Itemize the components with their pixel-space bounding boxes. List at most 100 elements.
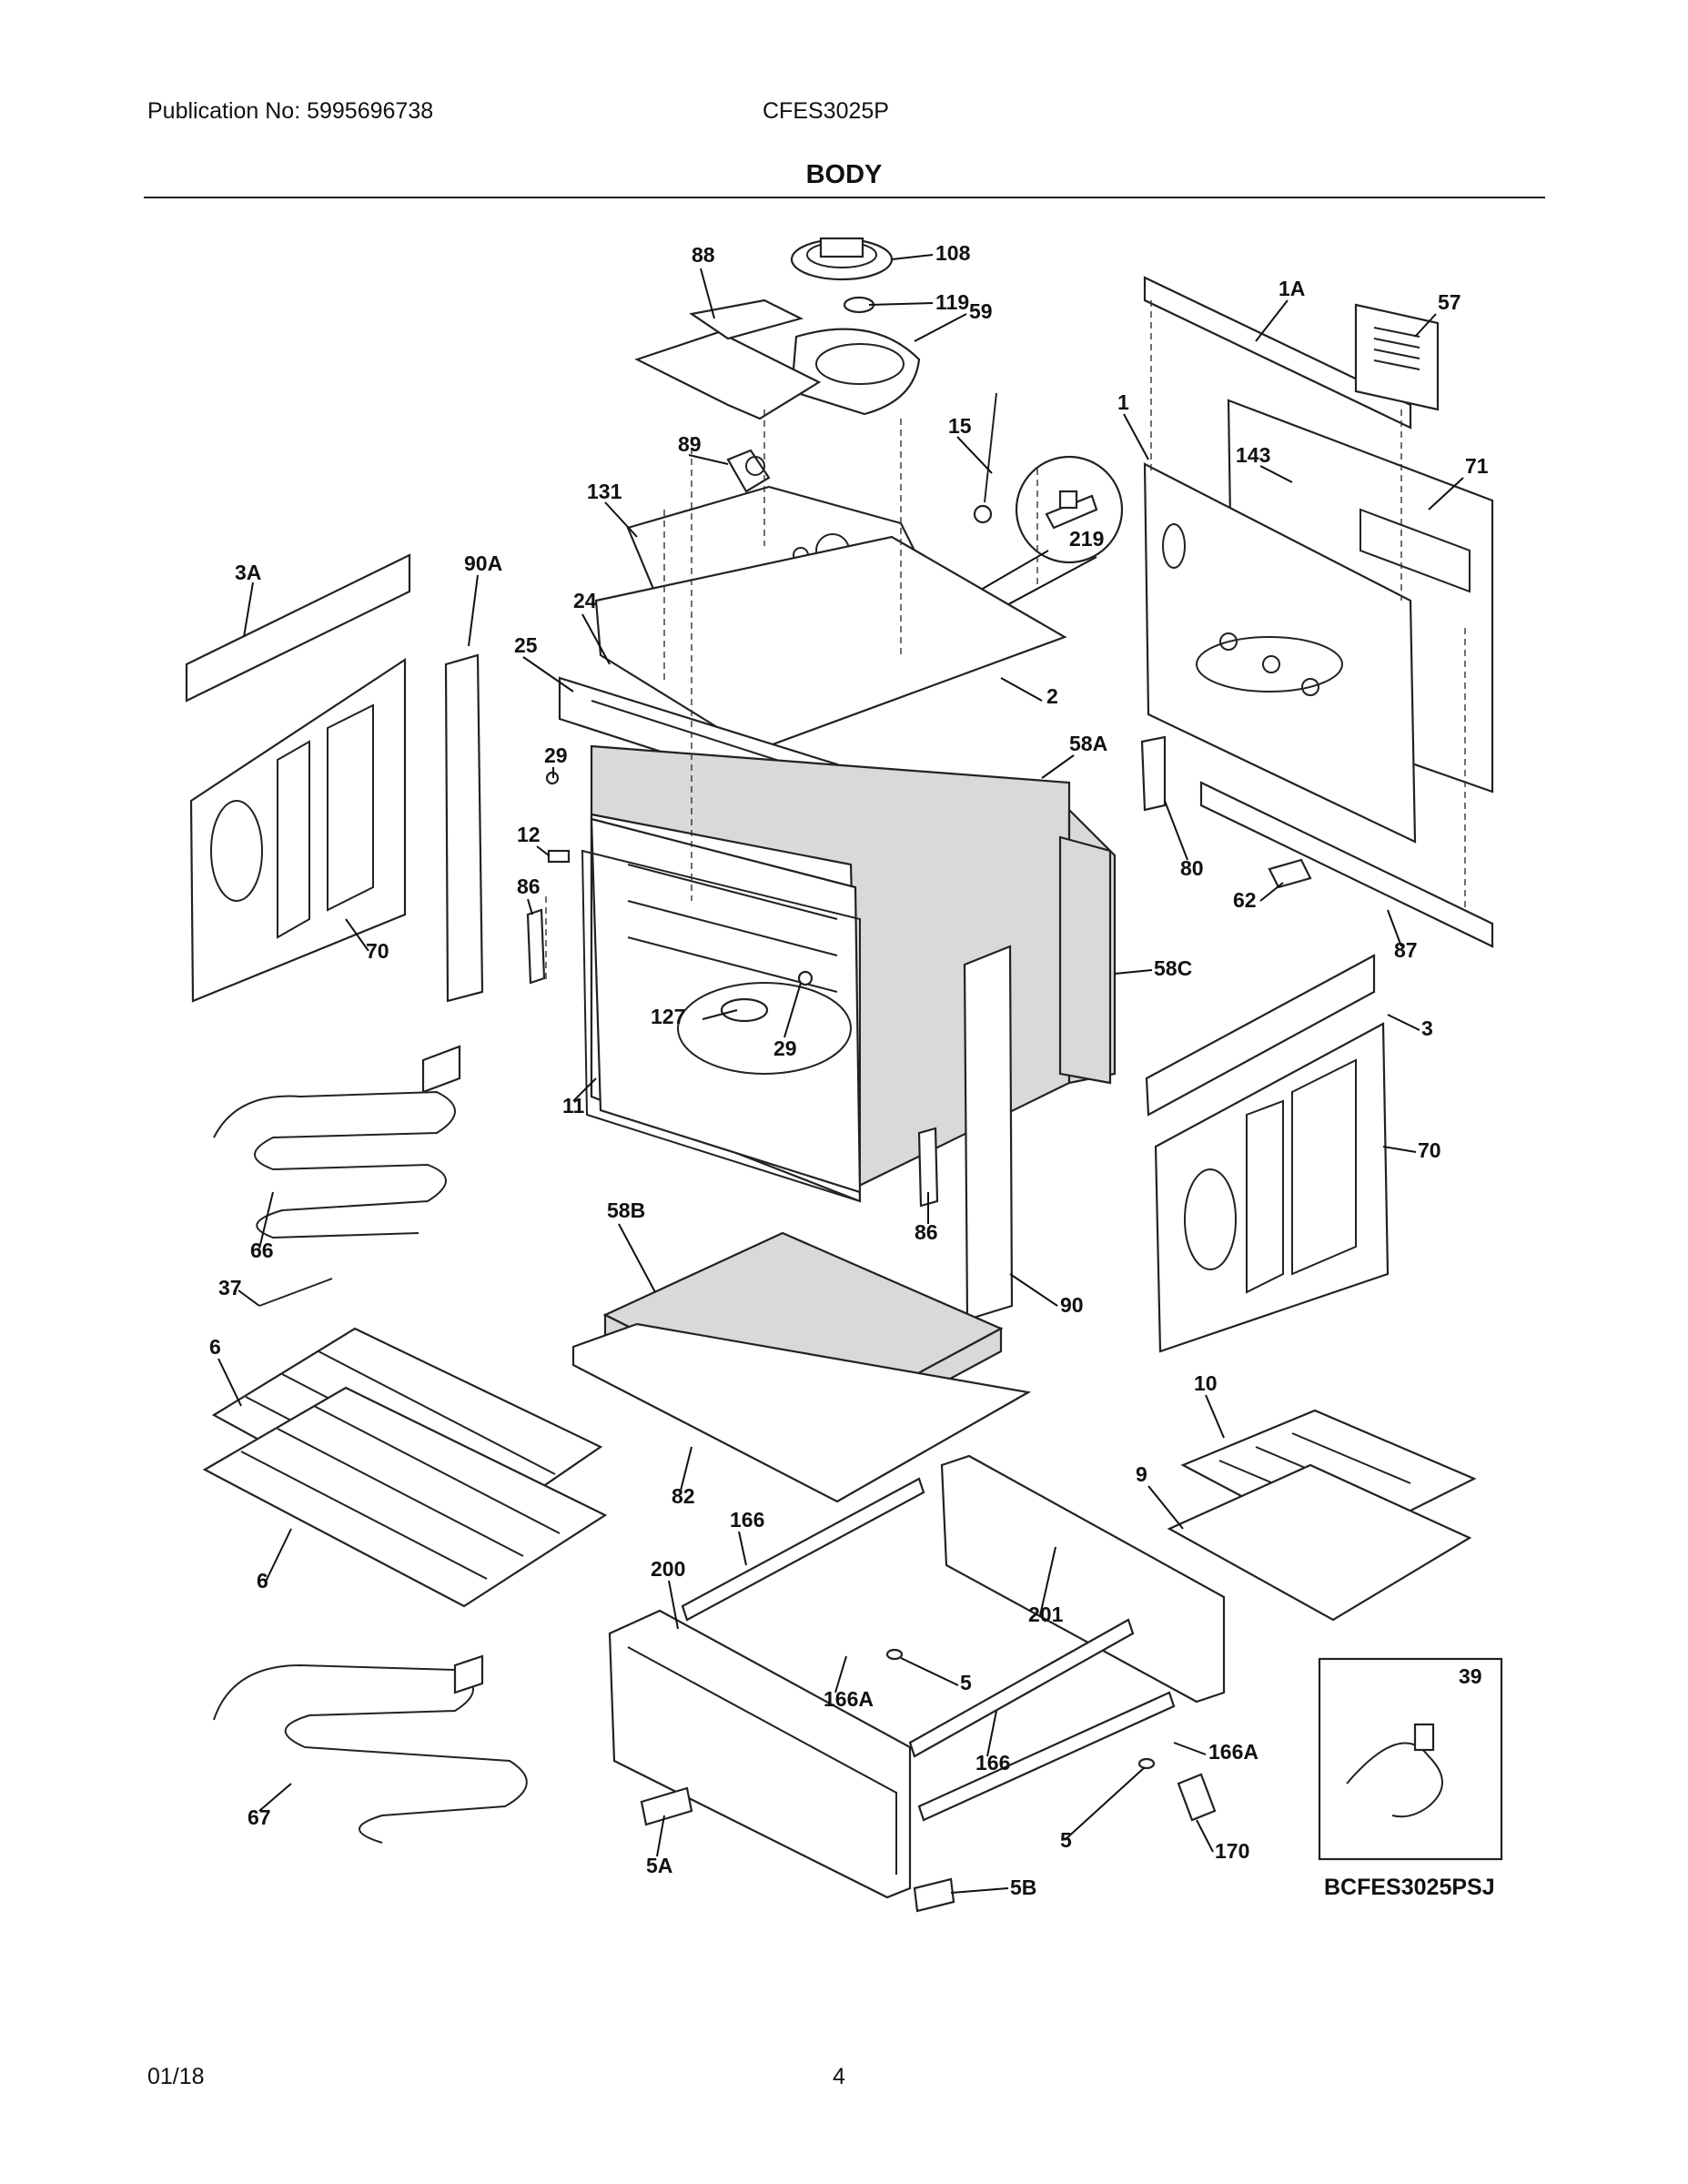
callout-57: 57 xyxy=(1438,290,1461,314)
right-side-panel xyxy=(1154,1022,1390,1353)
model-number: CFES3025P xyxy=(763,98,889,124)
fan-shroud xyxy=(790,328,921,416)
terminal-block xyxy=(1268,858,1312,889)
footer-date: 01/18 xyxy=(147,2064,205,2089)
callout-82: 82 xyxy=(672,1484,695,1508)
callout-166A: 166A xyxy=(824,1687,874,1711)
callout-6b: 6 xyxy=(257,1569,268,1592)
callout-70: 70 xyxy=(366,939,389,963)
callout-24: 24 xyxy=(573,589,597,612)
callout-166Ab: 166A xyxy=(1208,1740,1258,1764)
callout-71: 71 xyxy=(1465,454,1489,478)
callout-170: 170 xyxy=(1215,1839,1249,1863)
callout-66: 66 xyxy=(250,1239,274,1262)
left-side-panel xyxy=(189,657,407,1003)
callout-1A: 1A xyxy=(1279,277,1305,300)
callout-1: 1 xyxy=(1117,390,1129,414)
power-cord-inset xyxy=(1318,1657,1503,1861)
callout-29: 29 xyxy=(544,743,568,767)
callout-3A: 3A xyxy=(235,561,261,584)
element-bracket xyxy=(1140,735,1167,812)
leveling-leg xyxy=(885,1648,1156,1770)
right-top-rail xyxy=(1145,954,1376,1117)
drawer-slide-upper xyxy=(681,1477,925,1622)
callout-89: 89 xyxy=(678,432,702,456)
page-title: BODY xyxy=(805,160,883,189)
thermostat-bracket xyxy=(726,449,771,493)
door-hinge-receptacle-left xyxy=(526,908,546,985)
bake-element xyxy=(213,1654,528,1844)
leader-lines xyxy=(217,254,1464,1894)
callout-58A: 58A xyxy=(1069,732,1107,755)
callout-15: 15 xyxy=(948,414,972,438)
rear-top-rail xyxy=(1143,276,1412,430)
side-insulation xyxy=(1058,835,1112,1085)
callout-5: 5 xyxy=(960,1671,972,1694)
callout-86b: 86 xyxy=(915,1220,938,1244)
callout-219: 219 xyxy=(1069,527,1104,551)
callout-86: 86 xyxy=(517,875,541,898)
callout-25: 25 xyxy=(514,633,538,657)
callout-9: 9 xyxy=(1136,1462,1147,1486)
convection-fan-motor xyxy=(790,237,894,281)
right-front-trim xyxy=(963,945,1014,1321)
callout-58C: 58C xyxy=(1154,956,1192,980)
callout-90: 90 xyxy=(1060,1293,1084,1317)
callout-108: 108 xyxy=(935,241,971,265)
oven-front-frame-gasket xyxy=(581,849,861,1203)
broiler-pan xyxy=(1167,1463,1472,1622)
anti-tip-foot xyxy=(640,1786,955,1913)
header-divider xyxy=(144,197,1545,198)
assembly-guide-lines xyxy=(545,300,1466,983)
light-socket xyxy=(547,849,571,864)
vent-cover xyxy=(1354,303,1440,411)
callout-3: 3 xyxy=(1421,1016,1433,1040)
door-hinge-receptacle-right xyxy=(917,1127,939,1208)
callout-58B: 58B xyxy=(607,1198,645,1222)
callout-127: 127 xyxy=(651,1005,685,1028)
callout-2: 2 xyxy=(1046,684,1058,708)
callout-201: 201 xyxy=(1028,1603,1064,1626)
rear-bottom-rail xyxy=(1199,781,1494,948)
left-top-rail xyxy=(185,553,411,703)
callout-88: 88 xyxy=(692,243,715,267)
top-vent-baffle xyxy=(634,298,822,420)
callout-200: 200 xyxy=(651,1557,685,1581)
bottom-panel xyxy=(571,1322,1032,1503)
page-number: 4 xyxy=(833,2064,845,2089)
broil-element xyxy=(213,1045,461,1239)
inset-code: BCFES3025PSJ xyxy=(1324,1875,1495,1900)
rear-panel xyxy=(1143,462,1417,844)
anti-tip-bracket xyxy=(1177,1773,1217,1822)
lower-frame-left xyxy=(608,1609,912,1899)
callout-131: 131 xyxy=(587,480,622,503)
callout-labels: 108 88 119 59 1A 57 15 1 143 71 89 131 2… xyxy=(209,241,1495,1900)
callout-166b: 166 xyxy=(975,1751,1010,1774)
callout-80: 80 xyxy=(1180,856,1204,880)
callout-5b: 5 xyxy=(1060,1828,1072,1852)
callout-10: 10 xyxy=(1194,1371,1218,1395)
callout-12: 12 xyxy=(517,823,541,846)
light-lens xyxy=(797,970,814,986)
lower-frame-right xyxy=(940,1454,1226,1704)
callout-119: 119 xyxy=(935,290,969,314)
limit-switch-callout xyxy=(945,455,1124,629)
callout-29b: 29 xyxy=(773,1036,797,1060)
temperature-sensor xyxy=(258,1278,333,1307)
oven-rack-lower xyxy=(202,1386,608,1608)
callout-59: 59 xyxy=(969,299,993,323)
publication-number: Publication No: 5995696738 xyxy=(147,98,434,124)
callout-6: 6 xyxy=(209,1335,221,1359)
callout-67: 67 xyxy=(248,1805,271,1829)
callout-90A: 90A xyxy=(464,551,502,575)
convection-fan xyxy=(720,997,769,1023)
callout-39: 39 xyxy=(1459,1664,1482,1688)
callout-11: 11 xyxy=(562,1094,585,1117)
callout-70b: 70 xyxy=(1418,1138,1441,1162)
callout-37: 37 xyxy=(218,1276,242,1299)
callout-62: 62 xyxy=(1233,888,1257,912)
callout-5A: 5A xyxy=(646,1854,672,1877)
callout-87: 87 xyxy=(1394,938,1418,962)
callout-143: 143 xyxy=(1236,443,1270,467)
